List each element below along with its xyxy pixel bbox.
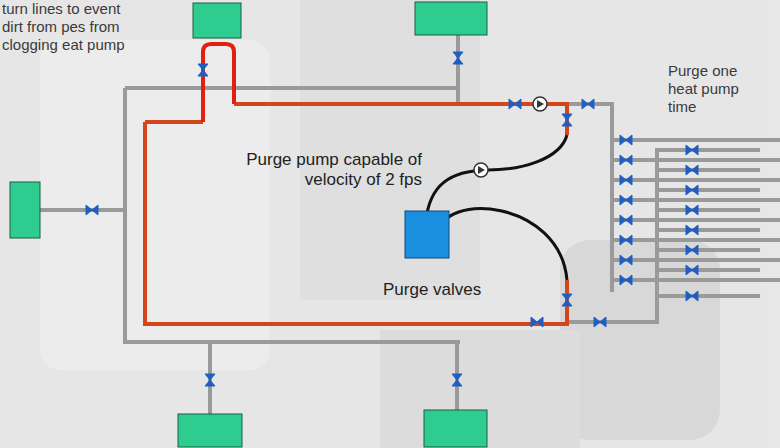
purge-loop [145, 104, 567, 324]
pump-symbol [533, 97, 547, 111]
valve-symbol [686, 225, 698, 235]
valve-symbol [620, 215, 632, 225]
pump-arrow [537, 100, 544, 108]
valves-and-pumps [86, 52, 698, 386]
note-label: Purge valves [383, 280, 523, 300]
note-label: turn lines to event dirt from pes from c… [2, 0, 134, 54]
valve-symbol [452, 374, 462, 386]
valve-symbol [686, 185, 698, 195]
valve-symbol [562, 294, 572, 306]
valve-symbol [620, 195, 632, 205]
label-holder: Purge pump capable of velocity of 2 fps [200, 150, 422, 190]
gray-pipes [40, 35, 780, 414]
valve-symbol [86, 205, 98, 215]
valve-symbol [686, 245, 698, 255]
valve-symbol [686, 265, 698, 275]
valve-symbol [620, 235, 632, 245]
valve-symbol [562, 114, 572, 126]
heat-pumps [10, 2, 487, 447]
pump-arrow [478, 166, 485, 174]
valve-symbol [620, 275, 632, 285]
note-label: Purge pump capable of velocity of 2 fps [200, 150, 422, 190]
valve-symbol [582, 99, 594, 109]
valve-symbol [686, 291, 698, 301]
valve-symbol [620, 135, 632, 145]
valve-symbol [594, 317, 606, 327]
purge-bucket [405, 211, 449, 258]
return-loop [203, 44, 234, 122]
note-label: Purge one heat pump time [668, 62, 748, 116]
valve-symbol [453, 52, 463, 64]
valve-symbol [686, 145, 698, 155]
pump-symbol [474, 163, 488, 177]
valve-symbol [509, 99, 521, 109]
valve-symbol [620, 255, 632, 265]
valve-symbol [198, 64, 208, 76]
label-holder: Purge one heat pump time [668, 62, 748, 116]
valve-symbol [620, 175, 632, 185]
label-holder: turn lines to event dirt from pes from c… [2, 0, 134, 54]
valve-symbol [205, 374, 215, 386]
valve-symbol [686, 205, 698, 215]
valve-symbol [686, 165, 698, 175]
valve-symbol [620, 155, 632, 165]
label-holder: Purge valves [383, 280, 523, 300]
valve-symbol [531, 317, 543, 327]
